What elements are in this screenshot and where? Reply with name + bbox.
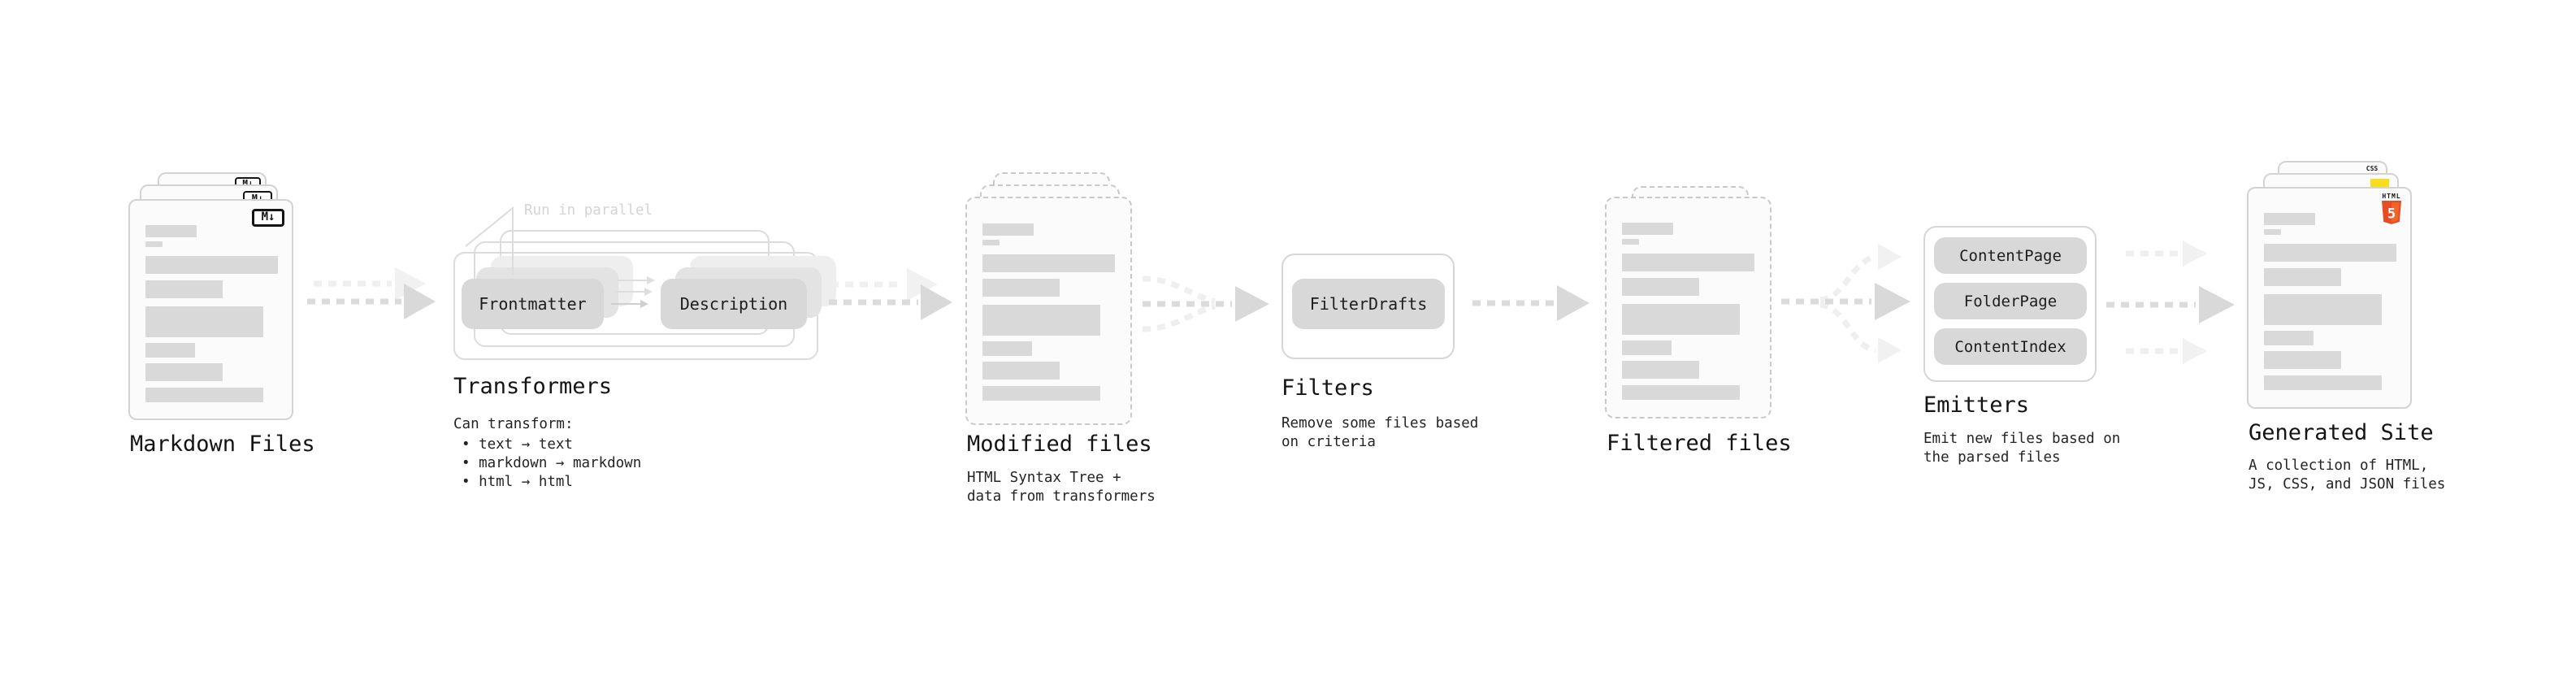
run-in-parallel-note: Run in parallel	[524, 202, 653, 219]
doc-line	[1622, 278, 1699, 296]
frontmatter-chip: Frontmatter	[462, 279, 604, 329]
generated-doc-html: HTML 5	[2247, 187, 2412, 409]
markdown-doc-front: M↓	[128, 199, 293, 420]
doc-line	[2264, 375, 2382, 390]
doc-line	[982, 240, 1000, 245]
doc-line	[1622, 340, 1672, 355]
emitters-title: Emitters	[1923, 393, 2030, 418]
document-content-placeholder	[1622, 223, 1760, 401]
doc-line	[145, 241, 163, 247]
doc-line	[1622, 254, 1754, 271]
filters-title: Filters	[1281, 375, 1374, 401]
filters-subtitle: Remove some files based	[1281, 415, 1479, 432]
doc-line	[2264, 331, 2314, 345]
doc-line	[145, 343, 195, 358]
doc-line	[2264, 351, 2341, 369]
generated-site-title: Generated Site	[2249, 420, 2434, 445]
transformers-bullet: • markdown → markdown	[462, 455, 642, 471]
doc-line	[145, 280, 223, 298]
doc-line	[1622, 239, 1639, 245]
doc-line	[982, 279, 1060, 297]
doc-line	[145, 388, 263, 402]
arrow-filtered-to-emitters	[1781, 244, 1910, 363]
emitters-subtitle: the parsed files	[1923, 449, 2061, 466]
transformers-bullet: • text → text	[462, 436, 573, 453]
modified-files-title: Modified files	[967, 432, 1152, 457]
doc-line	[1622, 361, 1699, 379]
document-content-placeholder	[982, 223, 1121, 402]
transformers-title: Transformers	[453, 374, 613, 399]
arrow-transformers-to-modified	[829, 268, 952, 320]
modified-files-subtitle: data from transformers	[967, 488, 1156, 505]
doc-line	[145, 225, 197, 237]
modified-doc-front	[965, 197, 1132, 425]
html5-logo-icon: HTML 5	[2379, 193, 2404, 227]
doc-line	[982, 223, 1034, 236]
description-chip: Description	[661, 279, 807, 329]
doc-line	[982, 341, 1032, 356]
contentindex-chip: ContentIndex	[1934, 328, 2087, 365]
filtered-files-title: Filtered files	[1607, 431, 1792, 456]
arrow-filters-to-filtered	[1472, 285, 1589, 321]
filtered-doc-front	[1605, 197, 1772, 419]
doc-line	[1622, 304, 1740, 335]
arrow-markdown-to-transformers	[307, 267, 436, 319]
doc-line	[2264, 294, 2382, 325]
doc-line	[2264, 229, 2281, 235]
doc-line	[982, 254, 1115, 272]
document-content-placeholder	[145, 225, 284, 404]
doc-line	[145, 363, 223, 381]
arrow-modified-to-filters	[1142, 275, 1269, 332]
document-content-placeholder	[2264, 213, 2402, 392]
doc-line	[1622, 385, 1740, 400]
transformers-subtitle: Can transform:	[453, 416, 574, 432]
doc-line	[982, 305, 1100, 336]
markdown-badge-icon: M↓	[252, 209, 284, 227]
folderpage-chip: FolderPage	[1934, 283, 2087, 319]
transformers-bullet: • html → html	[462, 474, 573, 490]
doc-line	[2264, 213, 2315, 225]
modified-files-subtitle: HTML Syntax Tree +	[967, 470, 1121, 486]
emitters-subtitle: Emit new files based on	[1923, 431, 2121, 447]
filters-subtitle: on criteria	[1281, 434, 1376, 450]
doc-line	[982, 362, 1060, 380]
filterdrafts-chip: FilterDrafts	[1292, 279, 1445, 329]
generated-site-subtitle: A collection of HTML,	[2249, 458, 2429, 474]
generated-site-subtitle: JS, CSS, and JSON files	[2249, 476, 2446, 492]
doc-line	[145, 306, 263, 337]
markdown-files-title: Markdown Files	[130, 432, 315, 457]
doc-line	[2264, 244, 2396, 262]
doc-line	[982, 386, 1100, 401]
svg-text:5: 5	[2387, 206, 2396, 223]
contentpage-chip: ContentPage	[1934, 237, 2087, 274]
js-badge-icon	[2370, 179, 2389, 189]
arrow-emitters-to-generated	[2106, 241, 2235, 364]
doc-line	[1622, 223, 1673, 235]
doc-line	[145, 256, 278, 274]
doc-line	[2264, 268, 2341, 286]
